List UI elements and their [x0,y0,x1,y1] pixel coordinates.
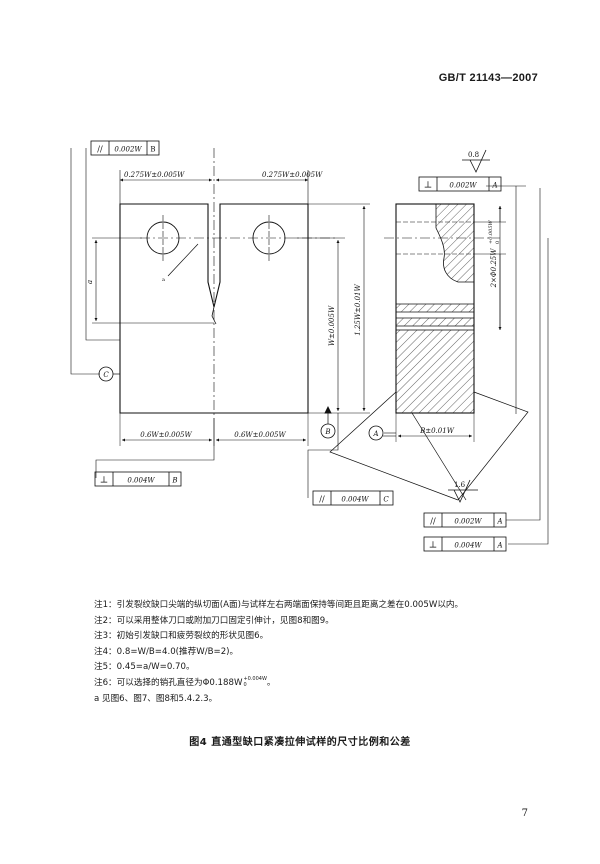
dim-half-right: 0.6W±0.005W [234,431,286,439]
hatch-lower [395,329,475,414]
frame-right-top-datum: A [491,182,497,190]
datum-a-label: A [372,430,378,438]
frame-bottom-mid-symbol: // [319,495,325,504]
roughness-bottom-symbol [448,479,478,503]
frame-top-left-symbol: // [97,145,103,154]
pointer-marker: a [162,277,165,283]
frame-top-left-datum: B [150,146,155,154]
frame-right-top-symbol: ⊥ [424,181,432,191]
dim-hole-spacing: 2×Φ0.25W [490,248,498,289]
frame-right-mid-datum: A [496,518,502,526]
dim-w-height: W±0.005W [328,305,336,346]
crack-line [211,306,217,325]
dim-hole-tol-lower: 0 [495,241,501,244]
roughness-top-symbol [462,149,490,173]
datum-c-circle [98,366,114,382]
dim-hole-left: 0.275W±0.005W [124,171,185,179]
frame-bottom-mid [312,490,394,506]
frame-right-bottom-datum: A [496,542,502,550]
dim-half-left: 0.6W±0.005W [140,431,192,439]
note-6-end: 。 [266,677,276,688]
frame-right-top [418,176,502,192]
frame-right-mid-value: 0.002W [454,518,482,526]
datum-b-circle [320,423,336,439]
note-1: 注1：引发裂纹缺口尖端的纵切面(A面)与试样左右两端面保持等间距且距离之差在0.… [94,600,464,610]
roughness-top-value: 0.8 [468,151,479,159]
frame-bottom-mid-value: 0.004W [341,496,369,504]
dim-notch-a: a [86,280,94,284]
frame-bottom-left-datum: B [171,477,177,485]
note-6: 注6：可以选择的销孔直径为Φ0.188W [94,677,243,688]
frame-top-left-value: 0.002W [114,146,142,154]
note-6-tol-upper: +0.004W [243,676,267,683]
hatch-upper [435,203,475,283]
note-2: 注2：可以采用整体刀口或附加刀口固定引伸计，见图8和图9。 [94,615,334,626]
note-4: 注4：0.8=W/B=4.0(推荐W/B=2)。 [94,646,239,657]
frame-bottom-left-value: 0.004W [127,477,155,485]
frame-right-bottom-value: 0.004W [454,542,482,550]
note-3: 注3：初始引发缺口和疲劳裂纹的形状见图6。 [94,631,269,642]
note-6-tol-lower: 0 [243,682,247,689]
frame-bottom-left [94,471,182,487]
frame-bottom-mid-datum: C [383,496,389,504]
standard-code: GB/T 21143—2007 [438,72,538,84]
frame-bottom-left-symbol: ⊥ [100,476,108,486]
frame-right-bottom-symbol: ⊥ [429,541,437,551]
notes-section: 注1：引发裂纹缺口尖端的纵切面(A面)与试样左右两端面保持等间距且距离之差在0.… [94,598,564,707]
dim-total-height: 1.25W±0.01W [354,283,362,335]
figure-caption: 图4 直通型缺口紧凑拉伸试样的尺寸比例和公差 [189,737,411,748]
dim-hole-right: 0.275W±0.005W [262,171,323,179]
frame-top-left [90,140,160,156]
datum-c-label: C [103,371,109,379]
datum-a-circle [368,425,384,441]
datum-b-label: B [324,428,330,436]
frame-right-mid [423,512,507,528]
dim-thickness: B±0.01W [419,427,455,435]
frame-right-bottom [423,536,507,552]
dim-hole-tol-upper: +0.005W [488,219,494,244]
frame-right-mid-symbol: // [430,517,436,526]
page-number: 7 [521,808,528,819]
note-footnote-a: a 见图6、图7、图8和5.4.2.3。 [94,693,218,704]
frame-right-top-value: 0.002W [449,182,477,190]
note-5: 注5：0.45=a/W=0.70。 [94,662,195,673]
technical-drawing: // 0.002W B ⊥ 0.002W A ⊥ 0.004W B // 0.0… [70,140,549,552]
roughness-bottom-value: 1.6 [454,481,466,489]
